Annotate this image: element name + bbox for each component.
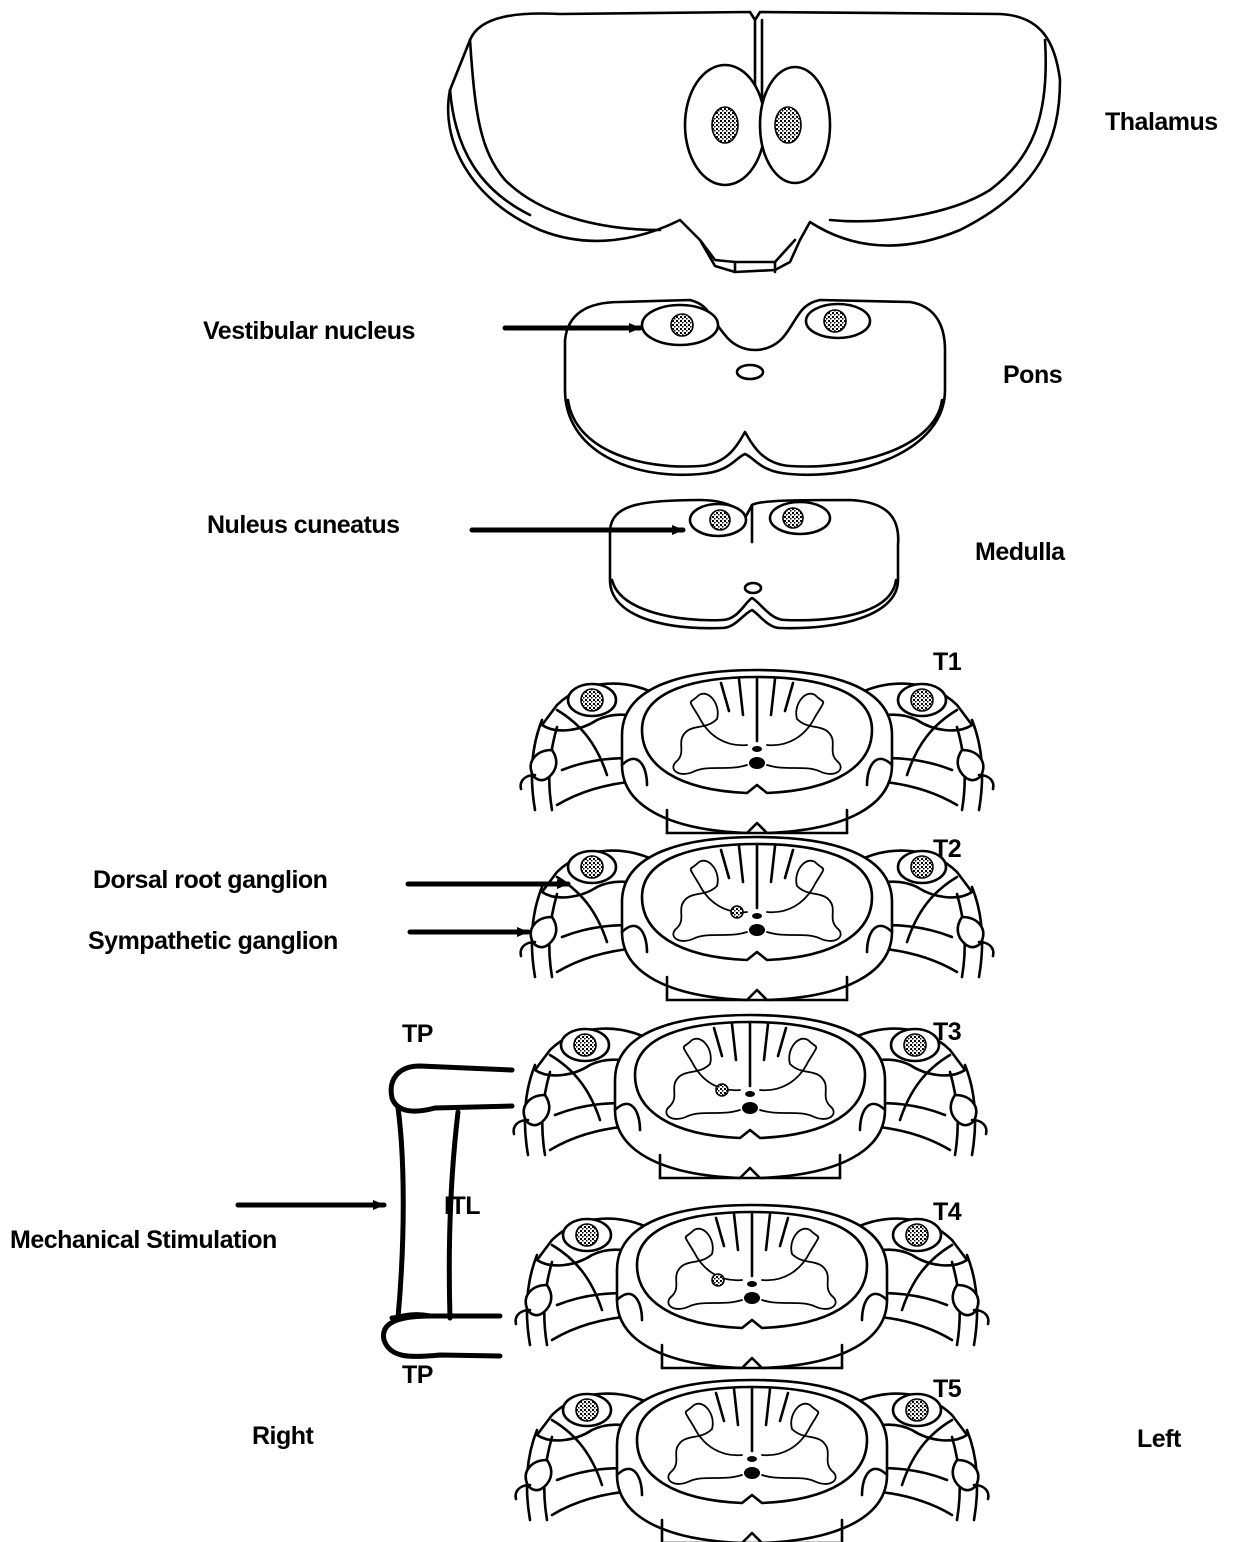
left-side-label: Left: [1137, 1425, 1182, 1453]
dorsal-root-ganglion-label: Dorsal root ganglion: [93, 866, 327, 894]
spinal-segment-t5: [516, 1380, 989, 1542]
vestibular-nucleus-label: Vestibular nucleus: [203, 317, 415, 345]
spinal-segment-t1: [521, 670, 994, 833]
segment-label-t5: T5: [933, 1375, 962, 1403]
segment-label-t1: T1: [933, 648, 962, 676]
spinal-segment-t2: [521, 837, 994, 1000]
thalamus-label: Thalamus: [1105, 108, 1218, 136]
tp-bottom-label: TP: [402, 1361, 433, 1389]
mechanical-stimulation-label: Mechanical Stimulation: [10, 1226, 277, 1254]
segment-label-t2: T2: [933, 835, 961, 863]
pons-label: Pons: [1003, 361, 1062, 389]
spinal-segment-t3: [514, 1015, 987, 1178]
sympathetic-ganglion-label: Sympathetic ganglion: [88, 927, 338, 955]
itl-label: ITL: [444, 1192, 480, 1220]
medulla-label: Medulla: [975, 538, 1066, 566]
nucleus-cuneatus-label: Nuleus cuneatus: [207, 511, 400, 539]
segment-label-t4: T4: [933, 1198, 962, 1226]
thalamus-section: [448, 12, 1060, 272]
tp-top-label: TP: [402, 1020, 433, 1048]
right-side-label: Right: [252, 1422, 315, 1450]
medulla-section: [610, 500, 898, 628]
segment-label-t3: T3: [933, 1018, 961, 1046]
spinal-segment-t4: [516, 1205, 989, 1368]
